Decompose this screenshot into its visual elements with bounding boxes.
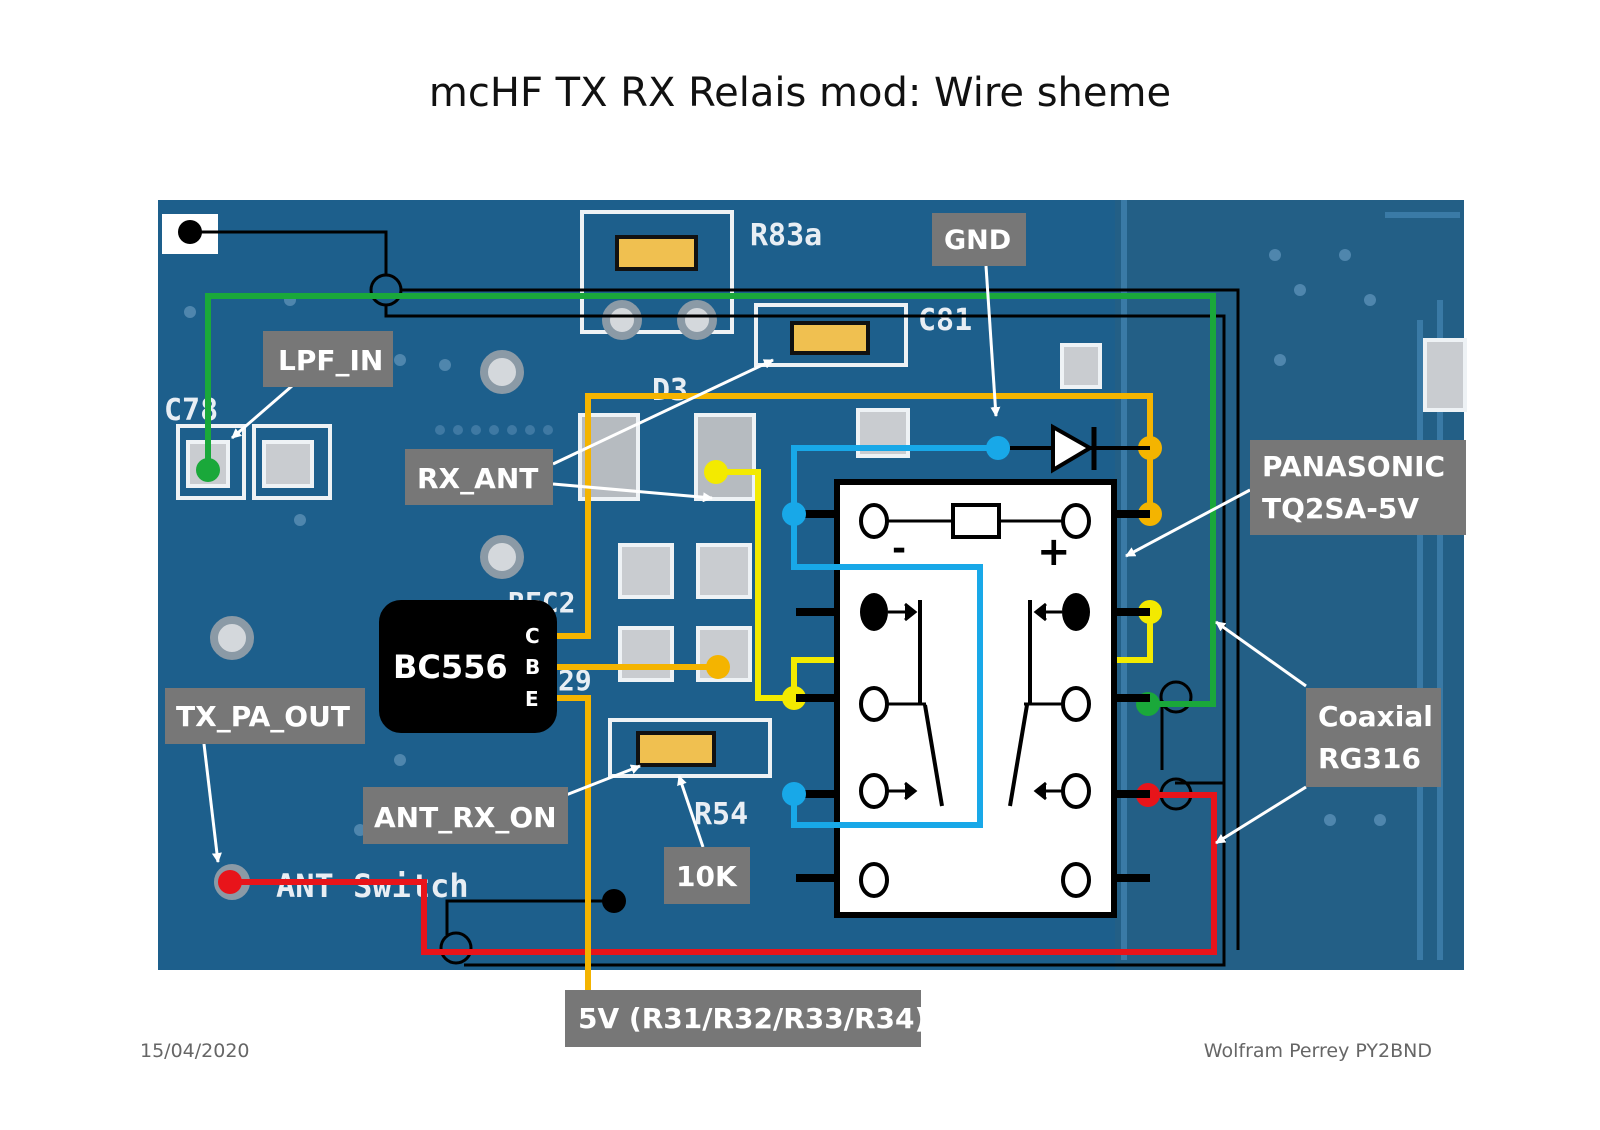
page-title: mcHF TX RX Relais mod: Wire sheme: [428, 70, 1172, 116]
footer-author: Wolfram Perrey PY2BND: [1203, 1040, 1432, 1062]
junction-orange-base: [706, 655, 730, 679]
junction-yellow-relay: [782, 686, 806, 710]
wire-green-lpf-in: [205, 293, 1216, 707]
pcb-trace: [1121, 200, 1460, 960]
label-panasonic-2: TQ2SA-5V: [1262, 492, 1419, 525]
label-coaxial-2: RG316: [1318, 742, 1421, 775]
smd-capacitor-c81: [790, 321, 870, 355]
silk-r83a: R83a: [750, 218, 822, 253]
junction-blue-relay-bottom: [782, 782, 806, 806]
footer-date: 15/04/2020: [140, 1040, 250, 1062]
label-boxes: [165, 213, 1466, 1047]
transistor-bc556: [379, 600, 557, 733]
silk-c81: C81: [918, 303, 972, 338]
junction-green-lpf: [196, 458, 220, 482]
diode-symbol: [1010, 423, 1150, 474]
transistor-pin-c: C: [525, 624, 540, 648]
pcb-via-row: [435, 425, 553, 435]
junction-red-tx: [218, 870, 242, 894]
label-lpf-in: LPF_IN: [278, 344, 383, 377]
junction-black-topleft: [178, 220, 202, 244]
callout-arrows: [202, 265, 1307, 863]
relay-plus: +: [1037, 529, 1071, 575]
label-10k: 10K: [676, 860, 738, 893]
wire-orange: [556, 393, 1153, 990]
wire-red-tx-pa-out: [230, 792, 1217, 955]
transistor-name: BC556: [393, 648, 508, 686]
label-gnd: GND: [944, 225, 1011, 256]
label-tx-pa-out: TX_PA_OUT: [176, 700, 350, 733]
pcb-shade: [1115, 200, 1464, 970]
junction-black-antswitch: [602, 889, 626, 913]
transistor-pin-b: B: [525, 655, 540, 679]
pcb-holes: [210, 300, 717, 900]
relay-panasonic: [796, 479, 1150, 918]
label-5v-supply: 5V (R31/R32/R33/R34): [578, 1002, 927, 1035]
silk-r54: R54: [694, 797, 748, 832]
pcb-vias: [184, 249, 1386, 836]
relay-minus: -: [892, 529, 906, 569]
silk-ant-switch: ANT Switch: [276, 867, 469, 905]
label-panasonic-1: PANASONIC: [1262, 450, 1445, 483]
smd-resistor-r83a: [615, 235, 698, 271]
label-ant-rx-on: ANT_RX_ON: [374, 801, 557, 834]
junction-blue-gnd: [986, 436, 1010, 460]
label-coaxial-1: Coaxial: [1318, 700, 1433, 733]
junction-yellow-rx-ant: [704, 460, 728, 484]
junction-blue-relay-minus: [782, 502, 806, 526]
transistor-pin-e: E: [525, 687, 539, 711]
wire-black-gnd: [162, 214, 1240, 967]
label-rx-ant: RX_ANT: [417, 462, 538, 495]
smd-resistor-10k: [636, 731, 716, 767]
